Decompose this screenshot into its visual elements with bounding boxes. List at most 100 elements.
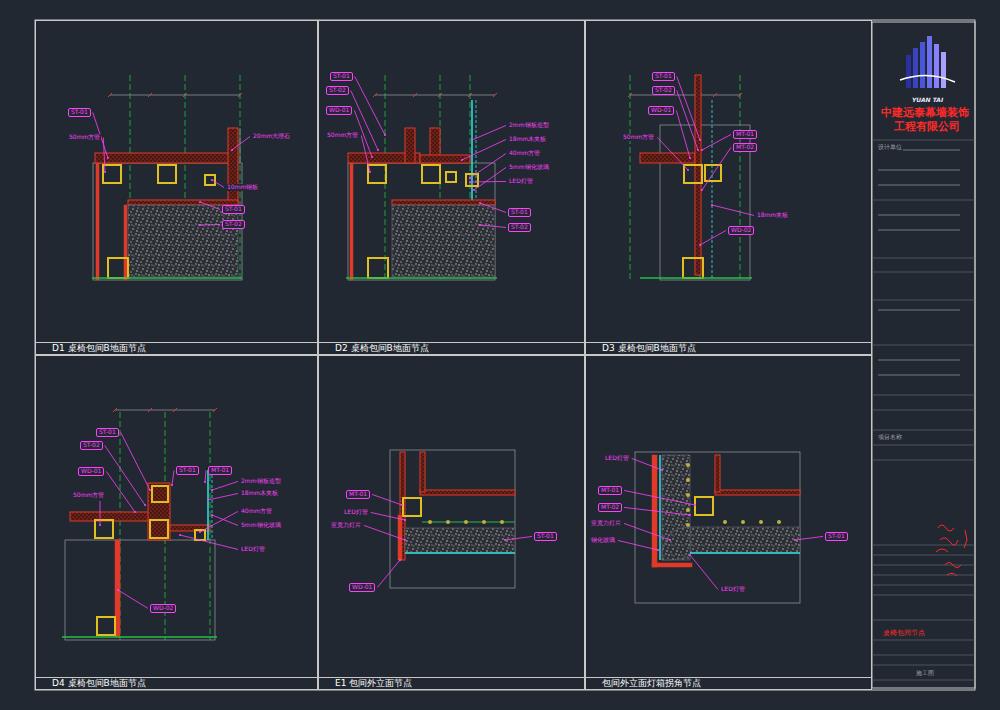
leader-line bbox=[212, 515, 238, 525]
leader-dot bbox=[144, 504, 146, 506]
material-tag: MT-02 bbox=[598, 503, 622, 512]
leader-line bbox=[702, 147, 731, 190]
material-tag: WD-02 bbox=[728, 226, 754, 235]
leader-line bbox=[200, 202, 220, 209]
leader-line bbox=[676, 110, 690, 158]
text-placeholder bbox=[878, 184, 960, 186]
title-block-rule bbox=[872, 200, 975, 201]
floor-line bbox=[92, 277, 242, 279]
leader-line bbox=[106, 471, 135, 512]
axis-line bbox=[740, 75, 741, 282]
axis-line bbox=[630, 75, 631, 282]
leader-line bbox=[355, 76, 385, 135]
title-block-rule bbox=[872, 680, 975, 681]
steel-tube bbox=[205, 175, 215, 185]
leader-line bbox=[121, 432, 150, 490]
leader-line bbox=[624, 523, 670, 540]
leader-line bbox=[624, 490, 695, 505]
title-block bbox=[872, 36, 975, 680]
detail-d1 bbox=[92, 75, 242, 282]
cladding-layer bbox=[392, 200, 495, 205]
title-block-rule bbox=[872, 345, 975, 346]
signature-mark bbox=[945, 563, 961, 577]
panel-caption: D3 桌椅包间B地面节点 bbox=[586, 342, 871, 354]
leader-dot bbox=[689, 554, 691, 556]
text-placeholder bbox=[878, 169, 960, 171]
leader-line bbox=[702, 134, 731, 150]
panel-caption: 包间外立面灯箱拐角节点 bbox=[586, 677, 871, 689]
line bbox=[240, 128, 241, 163]
title-block-rule bbox=[872, 555, 975, 556]
cladding-layer bbox=[148, 483, 170, 540]
leader-dot bbox=[149, 489, 151, 491]
title-block-rule bbox=[872, 460, 975, 461]
material-tag: ST-01 bbox=[534, 532, 557, 541]
steel-tube bbox=[95, 520, 113, 538]
steel-tube bbox=[195, 530, 205, 540]
leader-dot bbox=[404, 539, 406, 541]
leader-dot bbox=[657, 549, 659, 551]
leader-line bbox=[618, 540, 658, 550]
panel-caption: E1 包间外立面节点 bbox=[319, 677, 584, 689]
title-field: 项目名称 bbox=[877, 434, 903, 441]
text-placeholder bbox=[878, 229, 960, 231]
material-tag: WD-02 bbox=[150, 604, 176, 613]
leader-line bbox=[351, 90, 378, 150]
leader-dot bbox=[469, 177, 471, 179]
leader-dot bbox=[211, 514, 213, 516]
drawing-name: 桌椅包间节点 bbox=[882, 629, 926, 637]
leader-dot bbox=[99, 524, 101, 526]
annotation-note: 40mm方管 bbox=[508, 150, 541, 157]
annotation-note: 亚克力灯片 bbox=[590, 520, 622, 527]
glass-edge bbox=[690, 552, 800, 554]
leader-dot bbox=[689, 157, 691, 159]
dimension-tick bbox=[493, 93, 497, 97]
company-name: 工程有限公司 bbox=[893, 121, 961, 134]
title-block-rule bbox=[872, 410, 975, 411]
glass-edge bbox=[405, 552, 515, 554]
led-dot bbox=[686, 523, 690, 527]
logo-arc bbox=[900, 75, 955, 82]
annotation-note: LED灯管 bbox=[343, 509, 369, 516]
dimension-tick bbox=[173, 408, 177, 412]
title-field: 设计单位 bbox=[877, 144, 903, 151]
leader-line bbox=[180, 535, 238, 549]
leader-dot bbox=[371, 156, 373, 158]
leader-dot bbox=[701, 149, 703, 151]
annotation-note: 2mm钢板造型 bbox=[240, 478, 282, 485]
logo-bar bbox=[927, 36, 932, 88]
steel-plate bbox=[96, 163, 99, 280]
annotation-note: 亚克力灯片 bbox=[330, 522, 362, 529]
leader-dot bbox=[401, 504, 403, 506]
leader-line bbox=[103, 137, 105, 172]
annotation-note: 20mm大理石 bbox=[252, 133, 291, 140]
title-block-rule bbox=[872, 665, 975, 666]
logo-text: YUAN TAI bbox=[912, 97, 943, 104]
material-tag: MT-02 bbox=[733, 143, 757, 152]
leader-dot bbox=[207, 499, 209, 501]
text-placeholder bbox=[878, 214, 960, 216]
steel-tube bbox=[695, 497, 713, 515]
title-block-rule bbox=[872, 258, 975, 259]
leader-line bbox=[212, 481, 238, 490]
dimension-tick bbox=[713, 93, 717, 97]
annotation-note: 18mm夹板 bbox=[756, 212, 789, 219]
leader-dot bbox=[211, 489, 213, 491]
title-block-rule bbox=[872, 445, 975, 446]
cladding-layer bbox=[405, 128, 415, 163]
company-name: 中建远泰幕墙装饰 bbox=[880, 107, 970, 120]
annotation-note: 18mm木夹板 bbox=[508, 136, 547, 143]
leader-line bbox=[100, 501, 101, 525]
terrazzo-fill bbox=[690, 527, 800, 553]
leader-dot bbox=[473, 189, 475, 191]
leader-dot bbox=[231, 149, 233, 151]
leader-line bbox=[377, 560, 400, 587]
steel-tube bbox=[97, 617, 115, 635]
leader-dot bbox=[134, 511, 136, 513]
title-block-rule bbox=[872, 585, 975, 586]
annotation-note: 50mm方管 bbox=[72, 492, 105, 499]
annotation-note: 5mm钢化玻璃 bbox=[240, 522, 282, 529]
material-tag: ST-01 bbox=[825, 532, 848, 541]
detail-panel: D2 桌椅包间B地面节点 bbox=[318, 20, 585, 355]
leader-line bbox=[200, 511, 238, 532]
